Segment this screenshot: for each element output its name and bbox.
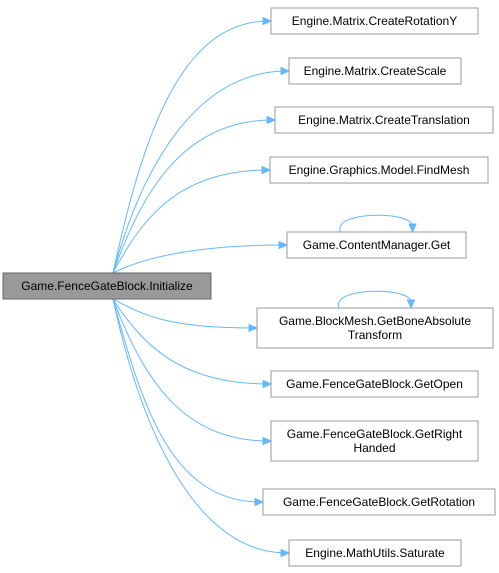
callee-node-engine-mathutils-saturate-edge (112, 298, 288, 554)
callee-node-engine-mathutils-saturate-edge-arrowhead (280, 548, 291, 558)
callee-node-game-contentmanager-get-label: Game.ContentManager.Get (303, 238, 451, 252)
callee-node-engine-matrix-createscale-edge-arrowhead (280, 66, 291, 76)
callee-node-game-blockmesh-getboneabsolutetransform-self-loop (338, 290, 412, 309)
call-nodes: Game.FenceGateBlock.InitializeEngine.Mat… (2, 7, 496, 567)
callee-node-game-contentmanager-get-box (286, 231, 467, 259)
callee-node-game-blockmesh-getboneabsolutetransform-self-loop-arrowhead (406, 299, 416, 310)
callee-node-game-fencegateblock-getrotation[interactable]: Game.FenceGateBlock.GetRotation (262, 488, 496, 516)
root-node-fencegateblock-initialize-box (2, 272, 212, 300)
callee-node-game-blockmesh-getboneabsolutetransform-edge-arrowhead (248, 323, 259, 333)
callee-node-engine-matrix-createscale-box (288, 57, 462, 85)
callee-node-game-contentmanager-get-self-loop-arrowhead (408, 223, 417, 234)
callee-node-engine-graphics-model-findmesh-edge-arrowhead (261, 165, 272, 175)
callee-node-engine-matrix-createrotationy-edge (112, 20, 270, 274)
callee-node-engine-graphics-model-findmesh-label: Engine.Graphics.Model.FindMesh (289, 163, 470, 177)
callee-node-engine-graphics-model-findmesh[interactable]: Engine.Graphics.Model.FindMesh (269, 156, 489, 184)
call-edges (112, 16, 417, 558)
callee-node-game-contentmanager-get-edge (112, 244, 286, 274)
callee-node-engine-matrix-createtranslation-edge-arrowhead (266, 115, 277, 125)
callee-node-game-contentmanager-get-edge-arrowhead (278, 240, 289, 250)
callee-node-game-fencegateblock-getrighthanded-edge (112, 298, 270, 442)
root-node-fencegateblock-initialize-label: Game.FenceGateBlock.Initialize (21, 279, 193, 293)
callee-node-game-fencegateblock-getopen-box (270, 370, 479, 398)
callee-node-engine-graphics-model-findmesh-box (269, 156, 489, 184)
callee-node-engine-matrix-createrotationy-edge-arrowhead (262, 16, 273, 26)
callee-node-engine-matrix-createscale-edge (112, 70, 288, 274)
callee-node-game-fencegateblock-getopen-label: Game.FenceGateBlock.GetOpen (286, 377, 463, 391)
callee-node-game-blockmesh-getboneabsolutetransform-box (256, 307, 494, 349)
callee-node-game-fencegateblock-getrighthanded-edge-arrowhead (262, 436, 273, 446)
callee-node-game-fencegateblock-getrotation-label: Game.FenceGateBlock.GetRotation (283, 495, 475, 509)
callee-node-game-blockmesh-getboneabsolutetransform-label: Transform (348, 328, 402, 342)
callee-node-engine-matrix-createrotationy[interactable]: Engine.Matrix.CreateRotationY (270, 7, 479, 35)
callee-node-engine-mathutils-saturate-label: Engine.MathUtils.Saturate (305, 546, 445, 560)
callee-node-game-fencegateblock-getopen-edge (112, 298, 270, 385)
callee-node-game-fencegateblock-getopen-edge-arrowhead (262, 379, 273, 389)
callee-node-game-fencegateblock-getopen[interactable]: Game.FenceGateBlock.GetOpen (270, 370, 479, 398)
callee-node-game-fencegateblock-getrighthanded-label: Game.FenceGateBlock.GetRight (287, 427, 463, 441)
callee-node-engine-matrix-createscale[interactable]: Engine.Matrix.CreateScale (288, 57, 462, 85)
callee-node-game-fencegateblock-getrotation-box (262, 488, 496, 516)
callee-node-engine-matrix-createrotationy-label: Engine.Matrix.CreateRotationY (292, 14, 457, 28)
callee-node-game-contentmanager-get[interactable]: Game.ContentManager.Get (286, 231, 467, 259)
callee-node-engine-matrix-createrotationy-box (270, 7, 479, 35)
callee-node-engine-graphics-model-findmesh-edge (112, 169, 269, 274)
callee-node-engine-mathutils-saturate[interactable]: Engine.MathUtils.Saturate (288, 539, 462, 567)
callee-node-game-fencegateblock-getrighthanded-box (270, 420, 479, 462)
callee-node-game-fencegateblock-getrotation-edge (112, 298, 262, 503)
callee-node-game-contentmanager-get-self-loop (339, 214, 414, 233)
callee-node-engine-matrix-createtranslation-box (274, 106, 494, 134)
callee-node-engine-mathutils-saturate-box (288, 539, 462, 567)
root-node-fencegateblock-initialize[interactable]: Game.FenceGateBlock.Initialize (2, 272, 212, 300)
callee-node-game-fencegateblock-getrighthanded-label: Handed (353, 441, 395, 455)
callee-node-engine-matrix-createtranslation[interactable]: Engine.Matrix.CreateTranslation (274, 106, 494, 134)
callee-node-engine-matrix-createtranslation-edge (112, 119, 274, 274)
callee-node-engine-matrix-createtranslation-label: Engine.Matrix.CreateTranslation (298, 113, 470, 127)
callee-node-engine-matrix-createscale-label: Engine.Matrix.CreateScale (304, 64, 447, 78)
callee-node-game-fencegateblock-getrotation-edge-arrowhead (254, 497, 265, 507)
callee-node-game-blockmesh-getboneabsolutetransform-label: Game.BlockMesh.GetBoneAbsolute (279, 314, 471, 328)
callee-node-game-blockmesh-getboneabsolutetransform-edge (112, 298, 256, 329)
